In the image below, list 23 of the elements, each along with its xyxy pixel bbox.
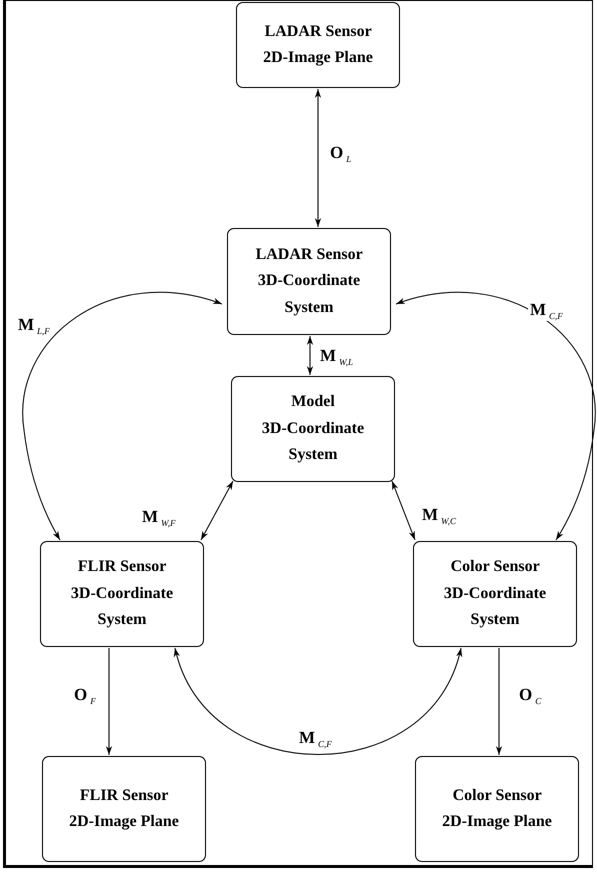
arrow: [106, 648, 112, 756]
arrow: [200, 480, 234, 540]
process-box: [231, 376, 395, 482]
node-label: Color Sensor 2D-Image Plane: [441, 786, 553, 832]
process-box: [227, 228, 391, 335]
process-box: [415, 756, 579, 862]
node-label: LADAR Sensor 2D-Image Plane: [262, 22, 374, 68]
node-label: FLIR Sensor 3D-Coordinate System: [70, 557, 174, 630]
arrow: [174, 648, 462, 755]
arrow: [496, 648, 502, 756]
arrow: [392, 480, 416, 540]
arrow: [396, 292, 596, 540]
arrow: [22, 292, 222, 540]
process-box: [413, 541, 577, 647]
node-label: FLIR Sensor 2D-Image Plane: [68, 786, 180, 832]
arrow: [314, 88, 322, 228]
node-label: LADAR Sensor 3D-Coordinate System: [254, 244, 364, 318]
process-box: [42, 756, 206, 862]
node-label: Model 3D-Coordinate System: [260, 392, 366, 466]
process-box: [40, 541, 204, 647]
arrow: [306, 336, 314, 376]
process-box: [236, 2, 400, 88]
node-label: Color Sensor 3D-Coordinate System: [442, 557, 548, 630]
